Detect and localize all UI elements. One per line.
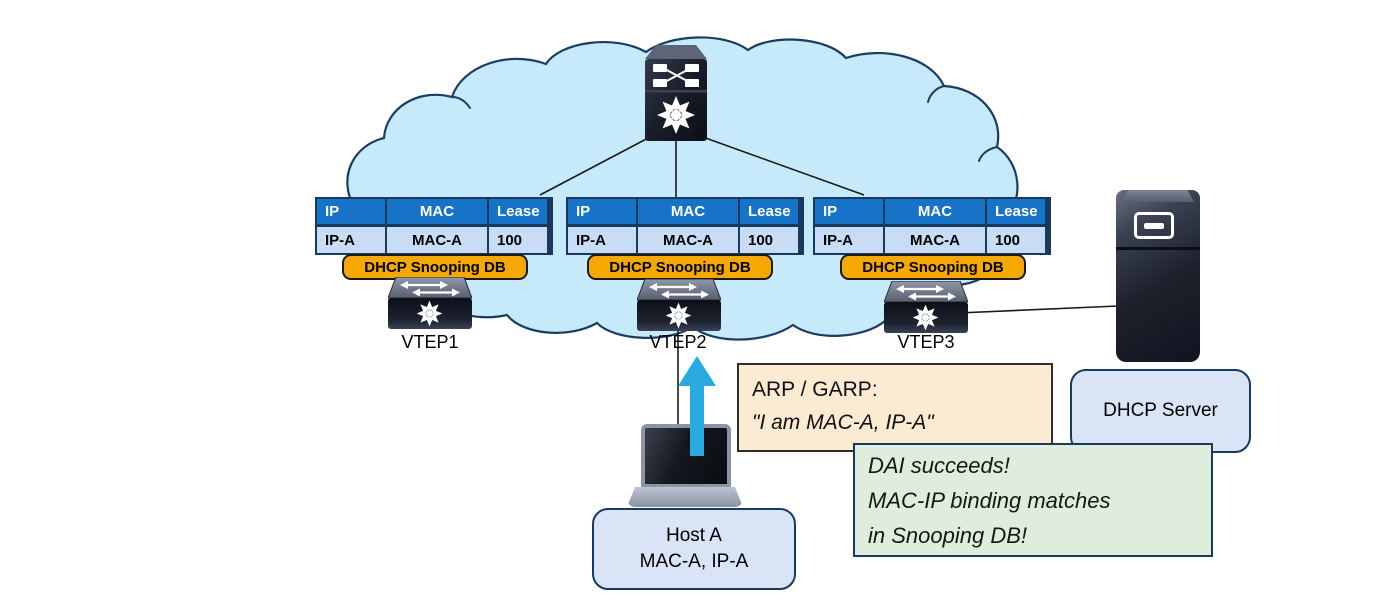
dai-callout-line3: in Snooping DB! [868,523,1027,548]
server-top-face [1122,190,1194,202]
col-header-mac: MAC [387,199,487,224]
cell-lease: 100 [489,227,547,253]
snooping-db-label-vtep2: DHCP Snooping DB [587,254,773,280]
host-name: Host A [666,525,722,546]
vtep2-label: VTEP2 [649,332,707,352]
nexus-star-icon [416,300,443,327]
snooping-table-vtep1: IP MAC Lease IP-A MAC-A 100 [315,197,553,255]
cell-ip: IP-A [815,227,883,253]
col-header-ip: IP [815,199,883,224]
vtep2-switch-icon [636,278,722,331]
cell-ip: IP-A [568,227,636,253]
laptop-screen-icon [641,424,731,488]
switch-arrows-icon [649,283,709,299]
cell-mac: MAC-A [638,227,738,253]
spine-switch-icon [645,45,707,141]
dhcp-server-label: DHCP Server [1103,400,1218,421]
col-header-lease: Lease [489,199,547,224]
vtep3-label: VTEP3 [897,332,955,352]
server-separator [1116,247,1200,250]
server-tower-icon [1116,190,1200,362]
dai-callout-line2: MAC-IP binding matches [868,488,1111,513]
col-header-mac: MAC [638,199,738,224]
host-a-label-box: Host A MAC-A, IP-A [592,508,796,590]
laptop-base-icon [627,487,743,507]
switch-crossbar-panel [653,64,699,87]
dhcp-server-label-box: DHCP Server [1070,369,1251,453]
cell-lease: 100 [740,227,798,253]
dai-result-callout: DAI succeeds! MAC-IP binding matches in … [853,443,1213,557]
arp-garp-callout: ARP / GARP: "I am MAC-A, IP-A" [737,363,1053,452]
arp-callout-line1: ARP / GARP: [752,378,878,401]
host-address: MAC-A, IP-A [639,551,749,572]
nexus-star-icon [657,96,695,134]
vtep1-label: VTEP1 [401,332,459,352]
switch-arrows-icon [896,285,956,301]
col-header-mac: MAC [885,199,985,224]
dai-callout-line1: DAI succeeds! [868,453,1010,478]
nexus-star-icon [912,304,939,331]
cell-ip: IP-A [317,227,385,253]
cell-lease: 100 [987,227,1045,253]
col-header-lease: Lease [740,199,798,224]
link-spine-vtep3 [699,135,865,196]
vtep3-switch-icon [883,280,969,333]
server-drive-bar-icon [1144,223,1164,229]
snooping-table-vtep2: IP MAC Lease IP-A MAC-A 100 [566,197,804,255]
col-header-lease: Lease [987,199,1045,224]
nexus-star-icon [665,302,692,329]
link-vtep3-server [957,305,1119,314]
snooping-table-vtep3: IP MAC Lease IP-A MAC-A 100 [813,197,1051,255]
col-header-ip: IP [568,199,636,224]
link-spine-vtep1 [539,135,653,196]
server-drive-emblem-icon [1134,212,1174,239]
vtep1-switch-icon [387,276,473,329]
snooping-db-label-vtep3: DHCP Snooping DB [840,254,1026,280]
arp-callout-line2: "I am MAC-A, IP-A" [752,411,934,434]
cell-mac: MAC-A [885,227,985,253]
switch-arrows-icon [400,281,460,297]
cloud-notches [451,85,998,162]
col-header-ip: IP [317,199,385,224]
cell-mac: MAC-A [387,227,487,253]
